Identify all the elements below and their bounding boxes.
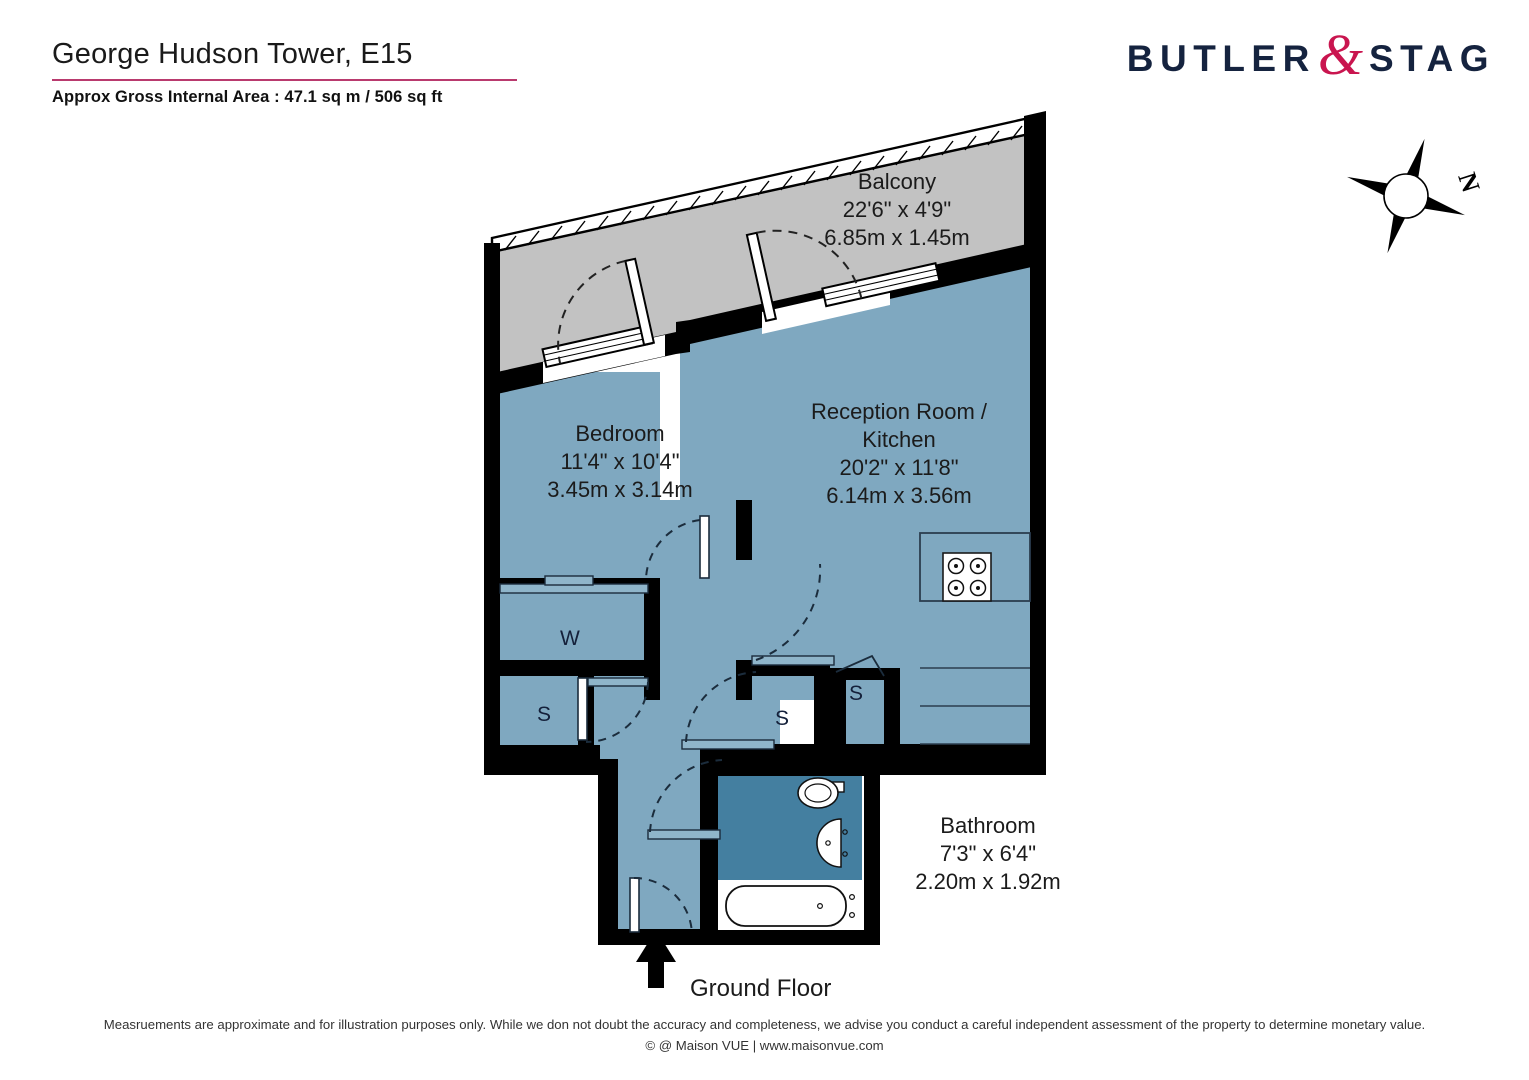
closet-label-storage-left: S — [537, 703, 552, 726]
bathroom-door — [647, 759, 723, 840]
floor-plan-drawing — [484, 111, 1046, 988]
bedroom-dims-imperial: 11'4" x 10'4" — [560, 449, 680, 474]
bathroom-label: Bathroom 7'3" x 6'4" 2.20m x 1.92m — [858, 812, 1118, 896]
toilet-icon — [797, 777, 845, 809]
entry-door — [629, 877, 693, 935]
bathroom-fixtures — [718, 777, 864, 930]
title-divider — [52, 79, 517, 81]
balcony-door-right — [745, 229, 941, 334]
bathtub-icon — [718, 880, 864, 930]
compass-rose-icon: N — [1347, 138, 1486, 254]
reception-name-line1: Reception Room / — [810, 399, 988, 424]
footer-copyright: © @ Maison VUE | www.maisonvue.com — [645, 1038, 884, 1053]
sink-icon — [816, 818, 848, 868]
bedroom-dims-metric: 3.45m x 3.14m — [547, 477, 693, 502]
left-s-closet-door — [577, 677, 649, 743]
exterior-walls — [484, 111, 1046, 945]
room-fills — [497, 252, 1030, 940]
logo-word-stag: STAG — [1368, 38, 1495, 80]
logo-ampersand: & — [1317, 22, 1363, 87]
bathroom-dims-metric: 2.20m x 1.92m — [915, 869, 1061, 894]
footer: Measruements are approximate and for ill… — [0, 1014, 1529, 1056]
bedroom-label: Bedroom 11'4" x 10'4" 3.45m x 3.14m — [470, 420, 770, 504]
closet-label-washer: W — [560, 627, 580, 650]
right-s-closet-door — [835, 654, 885, 677]
bedroom-door — [645, 515, 710, 579]
reception-name-line2: Kitchen — [862, 427, 936, 452]
w-closet-doors — [499, 575, 649, 594]
bathroom-name: Bathroom — [940, 813, 1036, 838]
area-subtitle: Approx Gross Internal Area : 47.1 sq m /… — [52, 88, 443, 106]
balcony-name: Balcony — [857, 169, 937, 194]
reception-door — [751, 563, 835, 666]
entrance-arrow-icon — [636, 930, 676, 988]
closet-label-storage-right: S — [849, 682, 864, 705]
logo-word-butler: BUTLER — [1126, 38, 1316, 80]
closet-label-storage-mid: S — [775, 707, 790, 730]
floor-level-label: Ground Floor — [690, 975, 832, 1002]
reception-kitchen-label: Reception Room / Kitchen 20'2" x 11'8" 6… — [770, 398, 1028, 510]
reception-dims-metric: 6.14m x 3.56m — [826, 483, 972, 508]
balcony-dims-metric: 6.85m x 1.45m — [824, 225, 970, 250]
bathroom-dims-imperial: 7'3" x 6'4" — [939, 841, 1037, 866]
balcony-dims-imperial: 22'6" x 4'9" — [842, 197, 952, 222]
balcony-label: Balcony 22'6" x 4'9" 6.85m x 1.45m — [742, 168, 1052, 252]
reception-dims-imperial: 20'2" x 11'8" — [839, 455, 959, 480]
footer-disclaimer: Measruements are approximate and for ill… — [103, 1017, 1426, 1032]
bedroom-name: Bedroom — [575, 421, 665, 446]
butler-stag-logo: BUTLER & STAG — [1126, 25, 1495, 83]
mid-s-closet-door — [681, 671, 775, 750]
balcony-door-left — [541, 257, 665, 383]
kitchen-counter — [919, 532, 1031, 745]
page-title: George Hudson Tower, E15 — [52, 38, 413, 70]
